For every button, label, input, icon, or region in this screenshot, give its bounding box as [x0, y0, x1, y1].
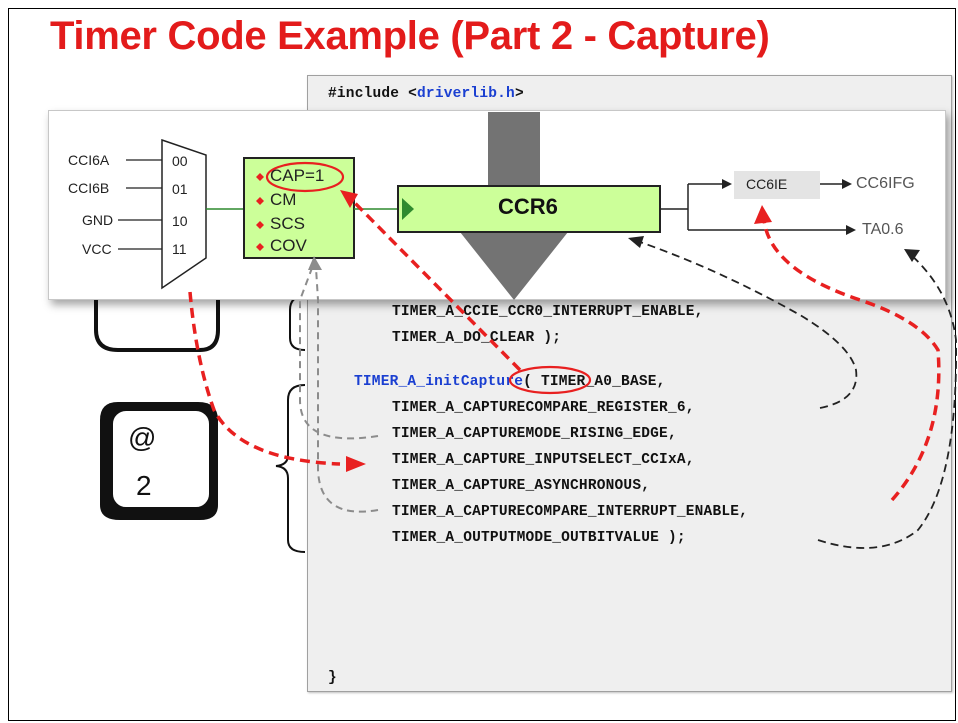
- brace-capture: [275, 384, 306, 553]
- mux-code-01: 01: [172, 181, 188, 197]
- keycap-digit: 2: [136, 470, 152, 501]
- control-cap: CAP=1: [270, 166, 325, 185]
- cc6ie-label: CC6IE: [746, 176, 788, 192]
- code-line-clear: TIMER_A_DO_CLEAR );: [392, 330, 562, 346]
- keycap-symbol: @: [128, 422, 157, 453]
- input-mux: [161, 138, 207, 290]
- code-line-register: TIMER_A_CAPTURECOMPARE_REGISTER_6,: [392, 400, 695, 416]
- func-capture: tCapture: [451, 374, 524, 390]
- arrow-async-to-control: [315, 267, 379, 513]
- code-line-input: TIMER_A_CAPTURE_INPUTSELECT_CCIxA,: [392, 452, 695, 468]
- ta06-label: TA0.6: [862, 221, 904, 238]
- control-cov: COV: [270, 236, 307, 255]
- input-label-vcc: VCC: [82, 241, 112, 257]
- include-lib: driverlib.h: [417, 86, 515, 102]
- cc6ie-box: [734, 171, 820, 199]
- input-label-b: CCI6B: [68, 180, 110, 196]
- mux-code-10: 10: [172, 213, 188, 229]
- cc6ifg-label: CC6IFG: [856, 175, 915, 192]
- closing-brace: }: [328, 670, 337, 686]
- mux-code-11: 11: [172, 241, 187, 257]
- input-label-a: CCI6A: [68, 152, 110, 168]
- slide-title: Timer Code Example (Part 2 - Capture): [50, 14, 770, 58]
- code-line-output: TIMER_A_OUTPUTMODE_OUTBITVALUE );: [392, 530, 686, 546]
- capture-highlight-circle: [508, 365, 592, 395]
- code-line-async: TIMER_A_CAPTURE_ASYNCHRONOUS,: [392, 478, 651, 494]
- arrow-output-to-ta06: [817, 253, 957, 549]
- control-cm: CM: [270, 190, 297, 209]
- control-scs: SCS: [270, 214, 305, 233]
- func-prefix: TIMER_A_ini: [354, 374, 452, 390]
- cap-highlight-circle: [265, 161, 345, 193]
- keycap-fragment: [94, 292, 220, 352]
- mux-code-00: 00: [172, 153, 188, 169]
- arrow-mode-to-control: [299, 267, 379, 440]
- code-line-ccie: TIMER_A_CCIE_CCR0_INTERRUPT_ENABLE,: [392, 304, 704, 320]
- code-line-init-capture: TIMER_A_initCapture( TIMER_A0_BASE,: [354, 374, 666, 390]
- capture-control-block: [243, 157, 355, 259]
- include-suffix: >: [514, 86, 524, 102]
- include-line: #include <driverlib.h>: [328, 86, 524, 102]
- code-line-interrupt: TIMER_A_CAPTURECOMPARE_INTERRUPT_ENABLE,: [392, 504, 749, 520]
- ccr6-register: [397, 185, 661, 233]
- input-label-gnd: GND: [82, 212, 114, 228]
- func-args: ( TIMER_A0_BASE,: [523, 374, 666, 390]
- arrow-register-to-ccr6: [639, 241, 858, 409]
- ccr6-label: CCR6: [498, 194, 558, 219]
- keycap-at-2: [100, 402, 218, 520]
- arrow-mux-to-inputselect: [188, 291, 341, 466]
- include-prefix: #include <: [328, 86, 418, 102]
- code-line-mode: TIMER_A_CAPTUREMODE_RISING_EDGE,: [392, 426, 677, 442]
- arrow-capture-to-cap: [348, 196, 522, 372]
- arrow-interrupt-to-cc6ie: [762, 219, 941, 502]
